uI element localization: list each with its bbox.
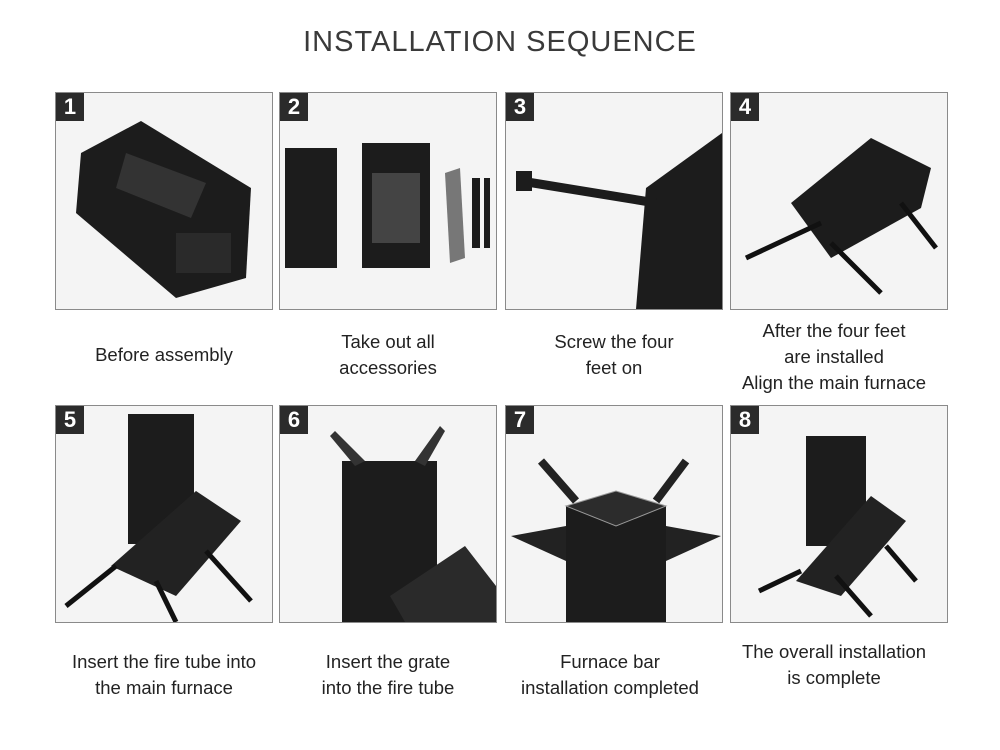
- caption-line: is complete: [787, 667, 881, 688]
- caption-line: Take out all: [341, 331, 435, 352]
- page-title: INSTALLATION SEQUENCE: [303, 26, 697, 58]
- step-2-image: 2: [279, 92, 497, 310]
- caption-line: are installed: [784, 346, 884, 367]
- step-1-caption: Before assembly: [49, 342, 279, 368]
- step-number: 8: [731, 406, 759, 434]
- step-5-caption: Insert the fire tube into the main furnac…: [49, 649, 279, 701]
- step-7-image: 7: [505, 405, 723, 623]
- step-number: 7: [506, 406, 534, 434]
- step-8-caption: The overall installation is complete: [719, 639, 949, 691]
- step-3-image: 3: [505, 92, 723, 310]
- step-number: 3: [506, 93, 534, 121]
- step-6-caption: Insert the grate into the fire tube: [273, 649, 503, 701]
- step-number: 5: [56, 406, 84, 434]
- caption-line: accessories: [339, 357, 437, 378]
- caption-line: into the fire tube: [321, 677, 455, 698]
- caption-line: Before assembly: [95, 344, 233, 365]
- step-number: 6: [280, 406, 308, 434]
- step-3-caption: Screw the four feet on: [499, 329, 729, 381]
- caption-line: Screw the four: [554, 331, 674, 352]
- step-1-image: 1: [55, 92, 273, 310]
- caption-line: feet on: [585, 357, 643, 378]
- step-2-caption: Take out all accessories: [273, 329, 503, 381]
- step-number: 2: [280, 93, 308, 121]
- step-number: 1: [56, 93, 84, 121]
- caption-line: Furnace bar: [560, 651, 660, 672]
- caption-line: The overall installation: [741, 641, 927, 662]
- step-5-image: 5: [55, 405, 273, 623]
- step-4-image: 4: [730, 92, 948, 310]
- step-7-caption: Furnace bar installation completed: [495, 649, 725, 701]
- step-8-image: 8: [730, 405, 948, 623]
- caption-line: the main furnace: [95, 677, 233, 698]
- caption-line: installation completed: [521, 677, 699, 698]
- step-number: 4: [731, 93, 759, 121]
- caption-line: Align the main furnace: [741, 372, 927, 393]
- step-6-image: 6: [279, 405, 497, 623]
- caption-line: Insert the grate: [325, 651, 451, 672]
- caption-line: Insert the fire tube into: [71, 651, 257, 672]
- caption-line: After the four feet: [762, 320, 906, 341]
